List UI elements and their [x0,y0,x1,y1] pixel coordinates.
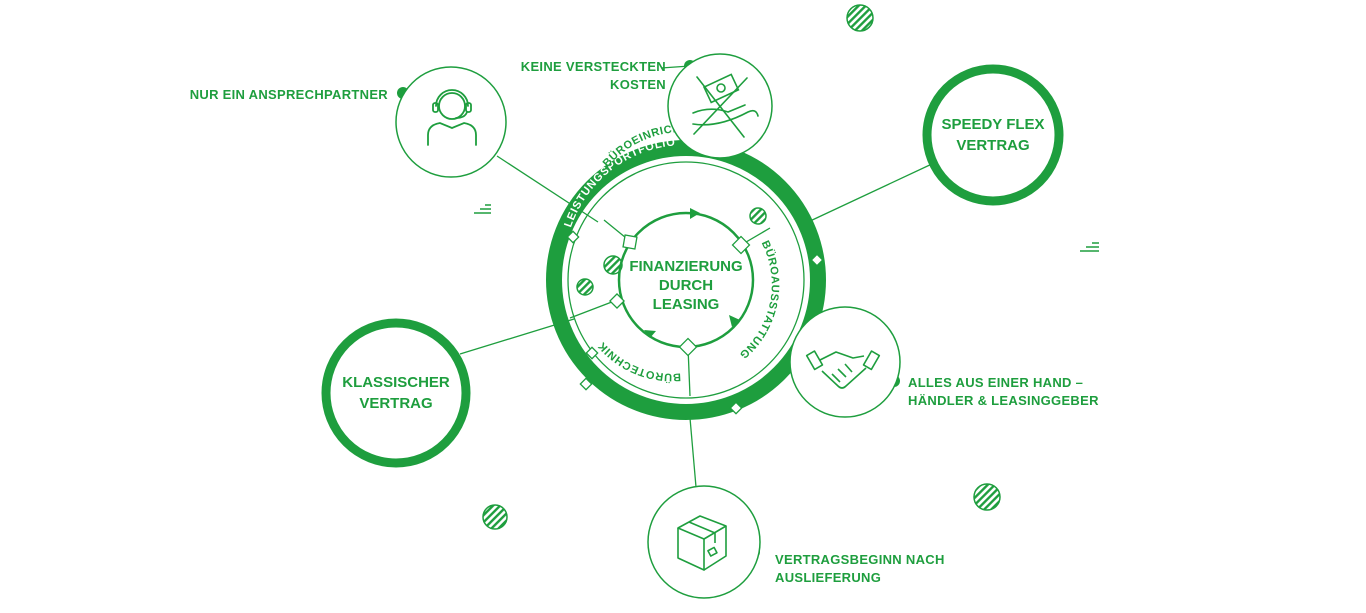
center-title-line3: LEASING [653,296,720,313]
label-speedy-flex: SPEEDY FLEX VERTRAG [927,114,1059,156]
label-contact: NUR EIN ANSPRECHPARTNER [189,87,388,102]
ring-inner-right-text: BÜROAUSSTATTUNG [737,239,781,361]
label-speedy-line2: VERTRAG [956,137,1030,154]
label-delivery-line2: AUSLIEFERUNG [775,570,882,585]
diamond-connectors [566,230,824,415]
label-hand: ALLES AUS EINER HAND – HÄNDLER & LEASING… [908,374,1128,410]
label-hand-line2: HÄNDLER & LEASINGGEBER [908,393,1099,408]
center-title-line1: FINANZIERUNG [629,258,742,275]
headset-person-icon [427,89,477,146]
label-classic: KLASSISCHER VERTRAG [326,372,466,414]
label-costs: KEINE VERSTECKTEN KOSTEN [470,58,666,94]
label-costs-line2: KOSTEN [610,77,666,92]
cycle-arrows [644,208,740,338]
contract-circles [321,64,1064,468]
box-icon [677,515,727,571]
decorative-hatched-circles [482,4,1001,530]
no-hidden-costs-icon [692,73,759,138]
label-classic-line2: VERTRAG [359,395,433,412]
label-delivery: VERTRAGSBEGINN NACH AUSLIEFERUNG [775,551,995,587]
label-classic-line1: KLASSISCHER [342,374,450,391]
center-title-line2: DURCH [659,277,713,294]
label-costs-line1: KEINE VERSTECKTEN [520,59,666,74]
inner-ring-outline [567,161,805,399]
icon-circles [395,53,901,599]
label-speedy-line1: SPEEDY FLEX [941,116,1045,133]
ring-outer-bottom-text: STREIT LEASING [589,410,677,470]
speed-lines-decoration [474,204,1099,252]
handshake-icon [805,350,881,389]
label-hand-line1: ALLES AUS EINER HAND – [908,375,1084,390]
outer-ring [546,140,826,420]
label-delivery-line1: VERTRAGSBEGINN NACH [775,552,945,567]
